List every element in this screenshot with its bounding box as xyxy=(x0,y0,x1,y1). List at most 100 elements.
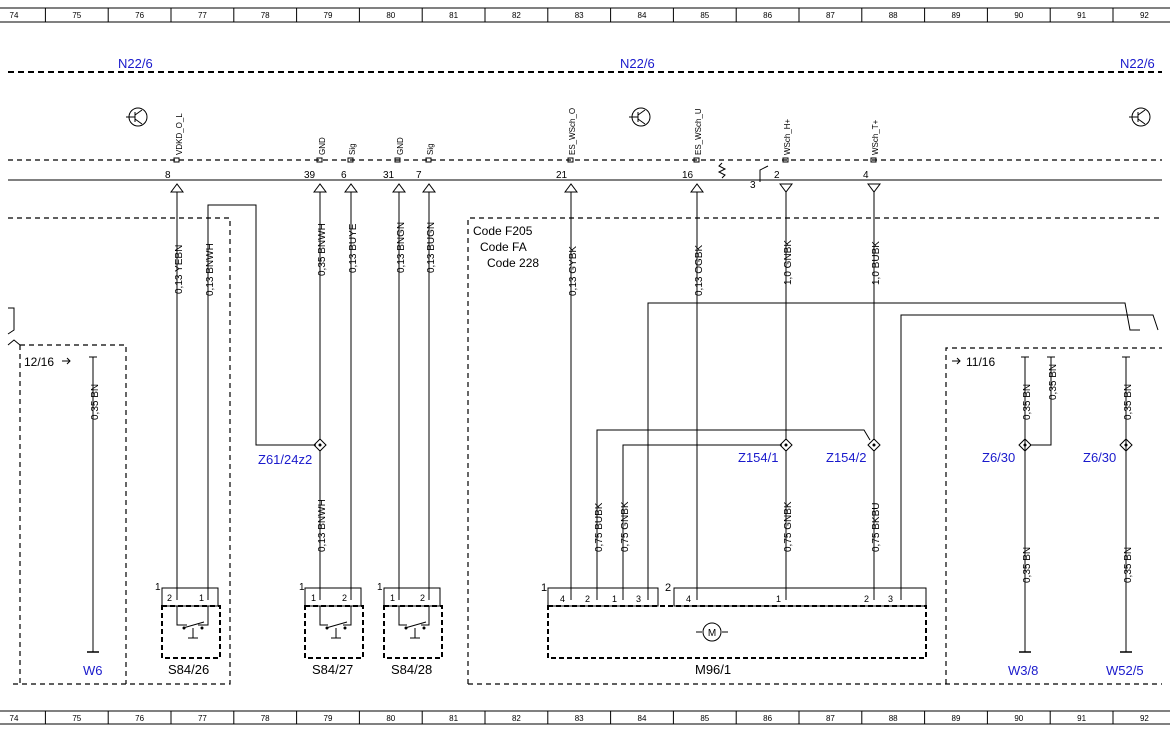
svg-text:0,13 BNGN: 0,13 BNGN xyxy=(396,222,407,273)
code-f205: Code F205 xyxy=(473,224,533,238)
switch-s84-27: 1 1 2 S84/27 xyxy=(299,582,364,677)
grid-number-bottom: 92 xyxy=(1140,714,1149,723)
svg-text:3: 3 xyxy=(636,594,641,604)
switch-s84-28: 1 1 2 S84/28 xyxy=(377,582,443,677)
svg-text:0,35 BN: 0,35 BN xyxy=(1022,547,1033,583)
grid-number-bottom: 79 xyxy=(324,714,333,723)
splice-label-z6-30-b: Z6/30 xyxy=(1083,450,1116,465)
grid-number-top: 87 xyxy=(826,11,835,20)
svg-text:VDKD_O_L: VDKD_O_L xyxy=(175,113,184,155)
grid-number-top: 86 xyxy=(763,11,772,20)
svg-text:31: 31 xyxy=(383,170,395,181)
grid-number-top: 75 xyxy=(72,11,81,20)
grid-number-top: 92 xyxy=(1140,11,1149,20)
header-pin-16: ES_WSch_U 16 xyxy=(682,108,703,181)
svg-text:16: 16 xyxy=(682,170,694,181)
svg-text:2: 2 xyxy=(864,594,869,604)
grid-number-top: 81 xyxy=(449,11,458,20)
svg-text:2: 2 xyxy=(585,594,590,604)
bottom-grid-ruler xyxy=(0,710,1170,725)
svg-text:0,13 OGBK: 0,13 OGBK xyxy=(694,245,705,296)
wire-labels-ground: 0,35 BN 0,35 BN 0,35 BN 0,35 BN 0,35 BN … xyxy=(90,364,1134,583)
header-pin-8: VDKD_O_L 8 xyxy=(165,113,184,181)
grid-number-bottom: 86 xyxy=(763,714,772,723)
svg-text:0,35 BN: 0,35 BN xyxy=(1123,384,1134,420)
left-group-box xyxy=(8,217,231,685)
switch-s84-26: 1 2 1 S84/26 xyxy=(155,582,221,677)
svg-text:1: 1 xyxy=(299,582,305,593)
left-inner-box xyxy=(20,344,127,684)
transistor-icon xyxy=(1129,107,1151,127)
svg-text:0,35 BN: 0,35 BN xyxy=(1022,384,1033,420)
grid-number-bottom: 84 xyxy=(638,714,647,723)
grid-number-bottom: 80 xyxy=(386,714,395,723)
splice-label-z154-2: Z154/2 xyxy=(826,450,866,465)
svg-text:1: 1 xyxy=(390,593,395,603)
svg-text:2: 2 xyxy=(167,593,172,603)
header-pin-39: GND 39 xyxy=(304,137,327,181)
svg-text:Sig: Sig xyxy=(348,143,357,155)
header-pin-21: ES_WSch_O 21 xyxy=(556,108,577,181)
splice-label-z61: Z61/24z2 xyxy=(258,452,312,467)
header-pin-7: Sig 7 xyxy=(416,143,435,181)
svg-text:0,13 YEBN: 0,13 YEBN xyxy=(174,245,185,294)
grid-number-bottom: 91 xyxy=(1077,714,1086,723)
header-pin-6: Sig 6 xyxy=(341,143,357,181)
grid-number-bottom: 75 xyxy=(72,714,81,723)
motor-m96-1: 1 4 2 1 3 2 4 1 2 3 M M96/1 xyxy=(541,582,927,677)
ref-12-16: 12/16 xyxy=(24,355,54,369)
center-group-box xyxy=(467,217,1162,684)
grid-number-bottom: 77 xyxy=(198,714,207,723)
svg-text:2: 2 xyxy=(420,593,425,603)
grid-number-bottom: 81 xyxy=(449,714,458,723)
arrow-right-icon xyxy=(952,357,961,365)
grid-number-top: 90 xyxy=(1014,11,1023,20)
grid-number-top: 77 xyxy=(198,11,207,20)
grid-number-bottom: 85 xyxy=(700,714,709,723)
svg-text:1: 1 xyxy=(311,593,316,603)
svg-text:S84/28: S84/28 xyxy=(391,662,432,677)
grid-number-bottom: 82 xyxy=(512,714,521,723)
grid-number-top: 82 xyxy=(512,11,521,20)
grid-number-bottom: 90 xyxy=(1014,714,1023,723)
svg-text:0,75 GNBK: 0,75 GNBK xyxy=(620,501,631,552)
svg-text:2: 2 xyxy=(342,593,347,603)
grid-number-top: 91 xyxy=(1077,11,1086,20)
wire-labels-top: 0,13 YEBN 0,13 BNWH 0,35 BNWH 0,13 BUYE … xyxy=(174,222,882,296)
svg-text:GND: GND xyxy=(396,137,405,155)
grid-number-top: 80 xyxy=(386,11,395,20)
svg-text:8: 8 xyxy=(165,170,171,181)
header-pin-31: GND 31 xyxy=(383,137,405,181)
transistor-icon xyxy=(629,107,651,127)
svg-text:ES_WSch_U: ES_WSch_U xyxy=(694,108,703,155)
svg-text:0,75 BUBK: 0,75 BUBK xyxy=(594,502,605,552)
grid-number-bottom: 88 xyxy=(889,714,898,723)
grid-number-bottom: 76 xyxy=(135,714,144,723)
grid-number-top: 85 xyxy=(700,11,709,20)
arrow-right-icon xyxy=(62,357,71,365)
svg-text:0,75 GNBK: 0,75 GNBK xyxy=(783,501,794,552)
svg-text:0,35 BN: 0,35 BN xyxy=(1123,547,1134,583)
svg-text:1: 1 xyxy=(377,582,383,593)
ground-label-w6: W6 xyxy=(83,663,103,678)
svg-text:M: M xyxy=(708,628,716,639)
svg-text:0,13 GYBK: 0,13 GYBK xyxy=(568,246,579,296)
grid-number-top: 84 xyxy=(638,11,647,20)
svg-text:2: 2 xyxy=(665,582,671,594)
resistor-icon xyxy=(717,162,727,179)
svg-text:1: 1 xyxy=(612,594,617,604)
ground-label-w3-8: W3/8 xyxy=(1008,663,1038,678)
svg-text:1: 1 xyxy=(541,582,547,594)
svg-text:0,13 BUGN: 0,13 BUGN xyxy=(426,222,437,273)
svg-text:0,35 BN: 0,35 BN xyxy=(1048,364,1059,400)
grid-number-bottom: 89 xyxy=(952,714,961,723)
svg-text:GND: GND xyxy=(318,137,327,155)
svg-text:0,13 BNWH: 0,13 BNWH xyxy=(205,243,216,296)
svg-text:21: 21 xyxy=(556,170,568,181)
svg-text:0,35 BNWH: 0,35 BNWH xyxy=(317,223,328,276)
right-inner-box xyxy=(945,347,1162,684)
grid-number-top: 79 xyxy=(324,11,333,20)
header-pin-4: WSch_T+ 4 xyxy=(863,119,880,181)
